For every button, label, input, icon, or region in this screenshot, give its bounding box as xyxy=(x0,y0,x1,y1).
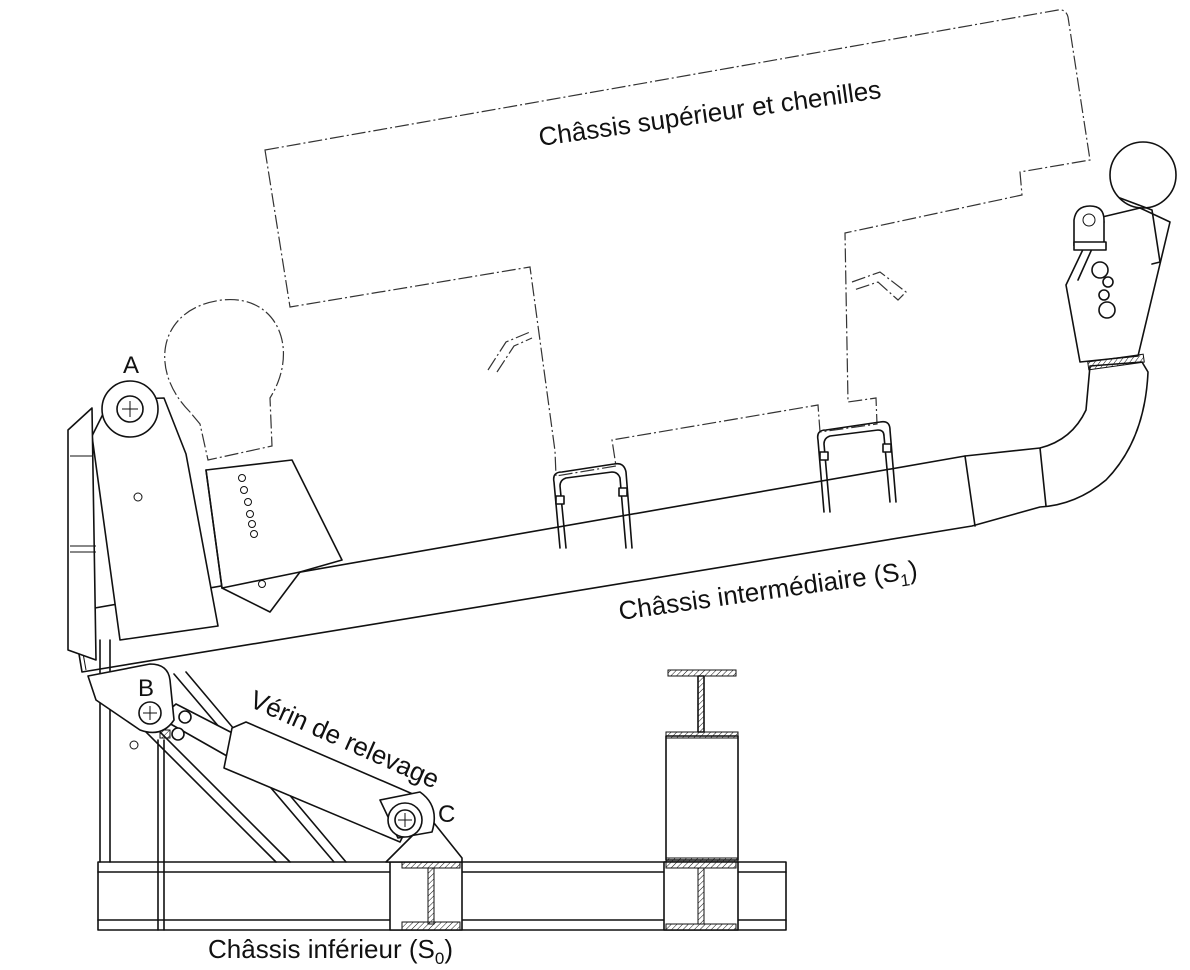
lower-frame-paren: ) xyxy=(444,934,453,964)
intermediate-frame-subscript: 1 xyxy=(899,570,911,590)
intermediate-frame xyxy=(67,141,1177,673)
lower-frame-text: Châssis inférieur (S xyxy=(208,934,435,964)
lower-frame-subscript: 0 xyxy=(435,949,444,968)
pivot-b xyxy=(87,663,175,750)
upper-frame-outline xyxy=(164,9,1091,477)
upper-frame-label: Châssis supérieur et chenilles xyxy=(537,74,883,152)
clamp-left xyxy=(552,462,633,549)
point-c-label: C xyxy=(438,801,455,828)
point-a-label: A xyxy=(123,352,139,379)
pivot-c xyxy=(387,802,423,838)
pivot-a xyxy=(101,380,159,438)
lower-frame-label: Châssis inférieur (S0) xyxy=(208,934,453,968)
lower-frame xyxy=(97,639,787,931)
intermediate-frame-paren: ) xyxy=(906,554,919,585)
point-b-label: B xyxy=(138,675,154,702)
clamp-right xyxy=(816,420,897,513)
